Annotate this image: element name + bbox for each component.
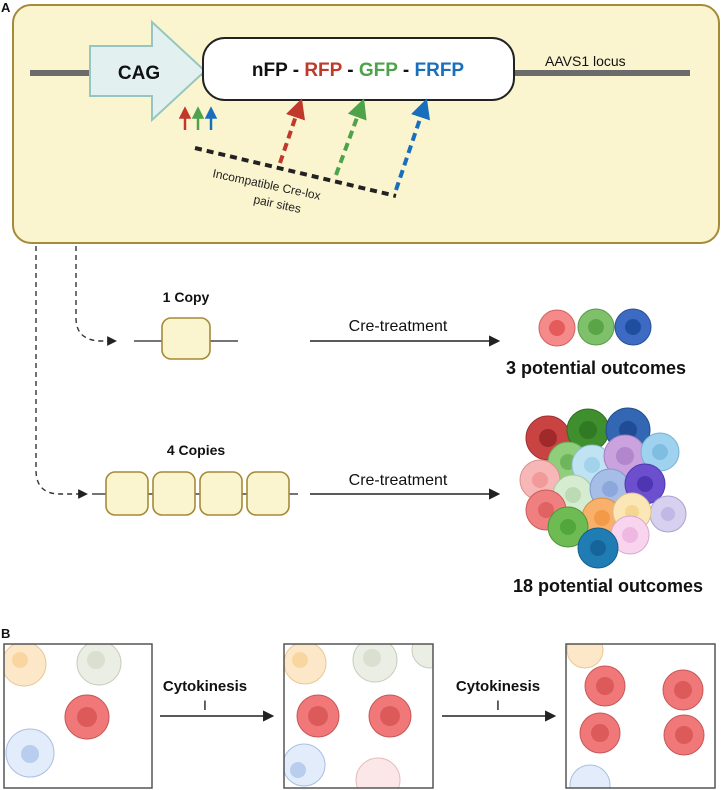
outcome-cells-1 — [538, 308, 652, 347]
connector-4-copies — [35, 246, 88, 499]
copy4-cassette-4 — [246, 471, 290, 516]
sep-1: - — [287, 60, 304, 81]
step2-label: Cytokinesis — [456, 678, 540, 695]
sep-2: - — [342, 60, 359, 81]
copy4-cassette-1 — [105, 471, 149, 516]
sep-3: - — [398, 60, 415, 81]
cre-label-1: Cre-treatment — [349, 318, 448, 335]
copy4-label: 4 Copies — [167, 442, 226, 458]
frame-2 — [283, 643, 434, 789]
cag-promoter-arrow — [89, 19, 207, 123]
gfp-label: GFP — [359, 60, 398, 81]
panel-a-label: A — [1, 0, 11, 15]
outcomes-1-label: 3 potential outcomes — [506, 358, 686, 378]
step1-sub: I — [203, 697, 207, 713]
cassette-text: nFP - RFP - GFP - FRFP — [252, 60, 465, 81]
step2-sub: I — [496, 697, 500, 713]
step1-label: Cytokinesis — [163, 678, 247, 695]
frame-3 — [565, 643, 716, 789]
copy1-cassette — [161, 317, 211, 360]
lox-bracket — [194, 146, 397, 198]
panel-b-label: B — [1, 626, 10, 641]
frfp-label: FRFP — [415, 60, 465, 81]
connector-1-copy — [75, 246, 117, 346]
rfp-lox-arrow — [278, 98, 305, 164]
promoter-label: CAG — [118, 63, 160, 84]
outcome-cells-18 — [519, 407, 687, 569]
outcomes-2-label: 18 potential outcomes — [513, 576, 703, 596]
frfp-lox-arrow — [394, 98, 431, 191]
frame-1 — [3, 643, 153, 789]
lox-site-arrows — [178, 106, 218, 130]
copy1-label: 1 Copy — [163, 289, 210, 305]
nfp-label: nFP — [252, 60, 288, 81]
locus-label: AAVS1 locus — [545, 53, 626, 69]
copy4-cassette-3 — [199, 471, 243, 516]
cre-label-2: Cre-treatment — [349, 472, 448, 489]
copy4-cassette-2 — [152, 471, 196, 516]
rfp-label: RFP — [304, 60, 342, 81]
